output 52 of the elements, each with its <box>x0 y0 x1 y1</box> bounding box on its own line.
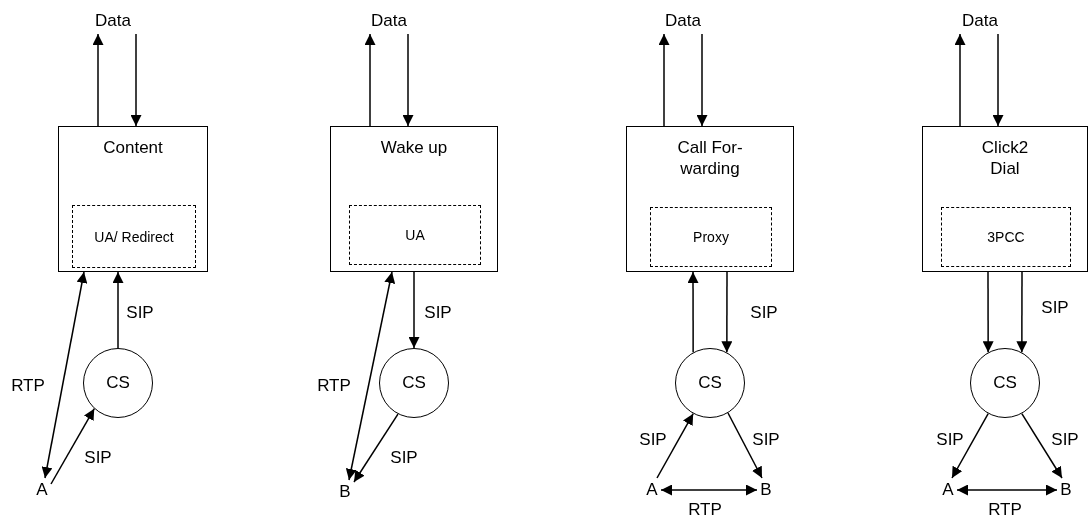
arrow <box>727 412 763 479</box>
service-box <box>58 126 208 272</box>
dashed-box: UA <box>349 205 481 265</box>
edge-label: RTP <box>687 500 723 517</box>
service-box <box>922 126 1088 272</box>
arrow <box>408 271 420 349</box>
node-label: B <box>757 478 775 502</box>
node-label: A <box>939 478 957 502</box>
arrow <box>41 271 88 479</box>
circle-node: CS <box>970 348 1040 418</box>
arrow <box>721 271 733 354</box>
dashed-box: 3PCC <box>941 207 1071 267</box>
arrow <box>353 413 399 483</box>
arrow <box>112 271 124 349</box>
arrow <box>50 407 95 485</box>
arrow <box>1021 412 1063 479</box>
arrow <box>696 33 708 127</box>
node-label: A <box>643 478 661 502</box>
node-label: Data <box>364 8 414 34</box>
box-title: Click2 Dial <box>980 137 1030 179</box>
arrow <box>130 33 142 127</box>
arrow <box>658 33 670 127</box>
edge-label: RTP <box>987 500 1023 517</box>
arrow <box>656 412 694 479</box>
node-label: B <box>1057 478 1075 502</box>
box-title: Content <box>102 137 164 158</box>
node-label: Data <box>955 8 1005 34</box>
arrow <box>345 271 396 481</box>
node-label: B <box>336 480 354 504</box>
node-label: Data <box>658 8 708 34</box>
circle-node: CS <box>379 348 449 418</box>
arrow <box>992 33 1004 127</box>
arrow <box>956 484 1058 496</box>
node-label: Data <box>88 8 138 34</box>
circle-node: CS <box>83 348 153 418</box>
arrow <box>660 484 758 496</box>
dashed-box: Proxy <box>650 207 772 267</box>
arrow <box>954 33 966 127</box>
circle-node: CS <box>675 348 745 418</box>
service-box <box>626 126 794 272</box>
arrow <box>687 271 699 354</box>
arrow <box>402 33 414 127</box>
arrow <box>951 412 989 479</box>
arrow <box>982 271 994 354</box>
arrow <box>364 33 376 127</box>
arrow <box>1016 271 1028 354</box>
dashed-box: UA/ Redirect <box>72 205 196 268</box>
arrow <box>92 33 104 127</box>
box-title: Wake up <box>379 137 449 158</box>
service-box <box>330 126 498 272</box>
node-label: A <box>33 478 51 502</box>
box-title: Call For- warding <box>676 137 744 179</box>
